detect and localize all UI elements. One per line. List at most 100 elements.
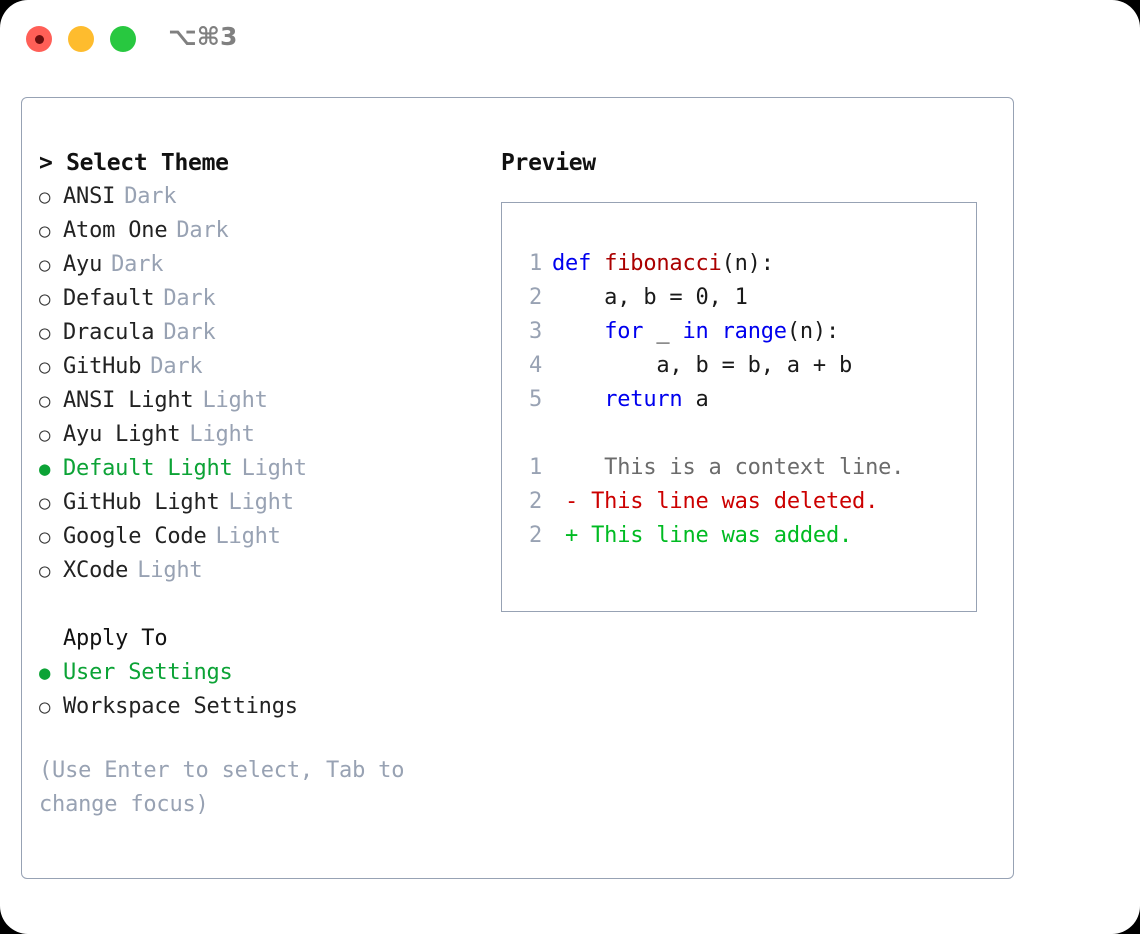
radio-unselected-icon: ○ (39, 526, 51, 548)
radio-unselected-icon: ○ (39, 560, 51, 582)
theme-option[interactable]: ○ Google Code Light (39, 520, 479, 554)
theme-option-label: Google Code (63, 524, 207, 549)
theme-option-label: Ayu Light (63, 422, 181, 447)
theme-option-tag: Dark (176, 218, 229, 243)
apply-to-list[interactable]: ●User Settings ○ Workspace Settings (39, 656, 479, 724)
radio-unselected-icon: ○ (39, 390, 51, 412)
theme-option-tag: Dark (150, 354, 203, 379)
theme-option-tag: Light (228, 490, 294, 515)
diff-line: 2 - This line was deleted. (516, 485, 970, 519)
theme-option-label: Default (63, 286, 155, 311)
apply-to-option-label: User Settings (63, 660, 233, 685)
theme-option-tag: Dark (163, 286, 216, 311)
theme-option-label: Atom One (63, 218, 168, 243)
code-token: for (604, 319, 644, 344)
theme-option-tag: Light (189, 422, 255, 447)
diff-text: This line was deleted. (578, 489, 879, 514)
radio-unselected-icon: ○ (39, 288, 51, 310)
code-line: 2 a, b = 0, 1 (516, 281, 970, 315)
close-button[interactable] (26, 26, 52, 52)
code-token (709, 319, 722, 344)
apply-to-option[interactable]: ○ Workspace Settings (39, 690, 479, 724)
diff-line: 1 This is a context line. (516, 451, 970, 485)
theme-option[interactable]: ○ Dracula Dark (39, 316, 479, 350)
line-number: 1 (528, 251, 542, 276)
code-token: _ (643, 319, 683, 344)
theme-option[interactable]: ○ GitHub Light Light (39, 486, 479, 520)
theme-option-tag: Dark (111, 252, 164, 277)
diff-line: 2 + This line was added. (516, 519, 970, 553)
code-token: range (721, 319, 787, 344)
diff-line-number: 2 (528, 523, 542, 548)
code-line: 5 return a (516, 383, 970, 417)
code-token: a, b = 0, 1 (552, 285, 748, 310)
minimize-button[interactable] (68, 26, 94, 52)
recording-indicator-icon (34, 34, 44, 44)
diff-line-number: 1 (528, 455, 542, 480)
theme-option[interactable]: ○ Default Dark (39, 282, 479, 316)
theme-option-label: GitHub Light (63, 490, 220, 515)
keyboard-hint-text: (Use Enter to select, Tab to change focu… (39, 758, 405, 817)
zoom-button[interactable] (110, 26, 136, 52)
apply-to-option[interactable]: ●User Settings (39, 656, 479, 690)
diff-marker: + (552, 523, 579, 548)
radio-selected-icon: ● (39, 458, 51, 480)
theme-option[interactable]: ● Default Light Light (39, 452, 479, 486)
theme-option-label: ANSI Light (63, 388, 194, 413)
radio-unselected-icon: ○ (39, 356, 51, 378)
code-token (552, 319, 604, 344)
preview-heading: Preview (501, 150, 596, 176)
theme-option-label: Dracula (63, 320, 155, 345)
diff-marker (552, 455, 578, 480)
theme-option-label: Ayu (63, 252, 103, 277)
diff-marker: - (552, 489, 579, 514)
theme-option-label: ANSI (63, 184, 116, 209)
theme-option-tag: Light (202, 388, 268, 413)
code-token: a, b = b, a + b (552, 353, 853, 378)
traffic-light-group (26, 26, 136, 52)
line-number: 2 (528, 285, 542, 310)
diff-text: This is a context line. (578, 455, 905, 480)
code-line: 4 a, b = b, a + b (516, 349, 970, 383)
theme-option-label: Default Light (63, 456, 233, 481)
theme-option[interactable]: ○ ANSI Dark (39, 180, 479, 214)
radio-unselected-icon: ○ (39, 696, 51, 718)
theme-option-tag: Light (215, 524, 281, 549)
theme-option-label: XCode (63, 558, 129, 583)
diff-line-number: 2 (528, 489, 542, 514)
code-token: (n): (721, 251, 774, 276)
code-token: a (682, 387, 709, 412)
line-number: 3 (528, 319, 542, 344)
code-token: fibonacci (604, 251, 722, 276)
theme-option-tag: Dark (163, 320, 216, 345)
select-theme-heading: > Select Theme (39, 150, 229, 176)
list-spacer (39, 588, 479, 622)
theme-option-tag: Dark (124, 184, 177, 209)
theme-option[interactable]: ○ ANSI Light Light (39, 384, 479, 418)
code-token: return (604, 387, 683, 412)
radio-unselected-icon: ○ (39, 186, 51, 208)
radio-unselected-icon: ○ (39, 492, 51, 514)
code-blank-line (516, 417, 970, 451)
theme-option[interactable]: ○ Ayu Dark (39, 248, 479, 282)
apply-to-option-label: Workspace Settings (63, 694, 298, 719)
code-token: in (682, 319, 709, 344)
radio-unselected-icon: ○ (39, 254, 51, 276)
radio-unselected-icon: ○ (39, 322, 51, 344)
theme-option-tag: Light (241, 456, 307, 481)
line-number: 4 (528, 353, 542, 378)
window-title-shortcut: ⌥⌘3 (168, 22, 238, 51)
code-token: def (552, 251, 605, 276)
code-line: 3 for _ in range(n): (516, 315, 970, 349)
apply-to-heading: Apply To (63, 626, 168, 651)
